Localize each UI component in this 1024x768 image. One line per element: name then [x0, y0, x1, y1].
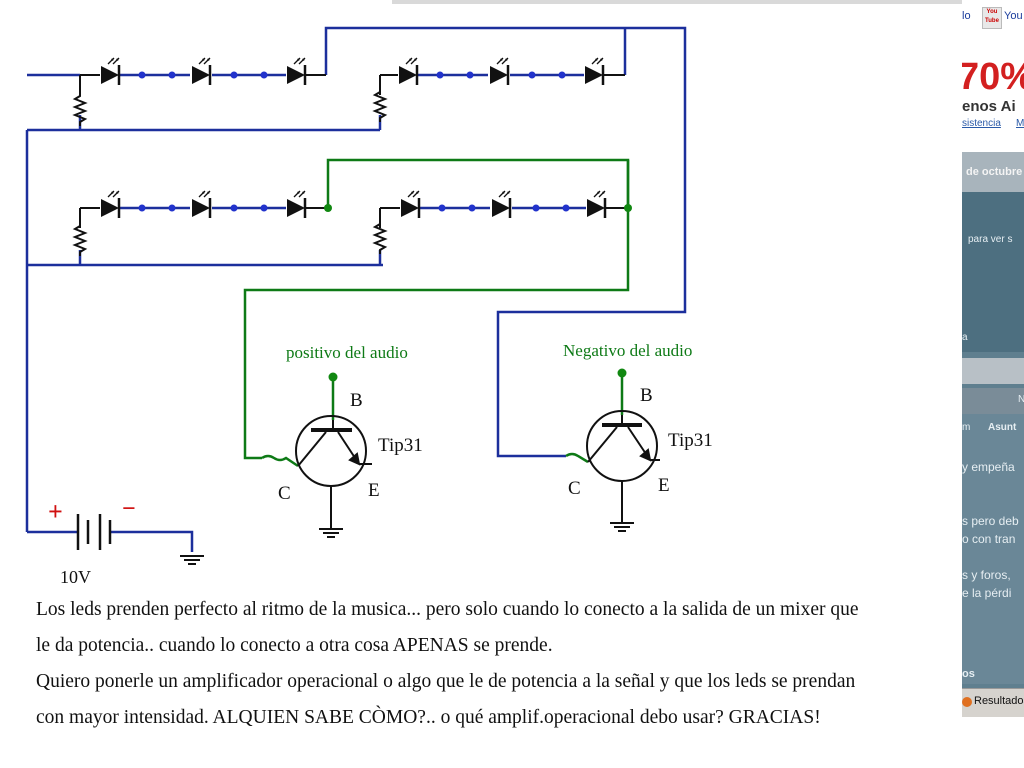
label-battery-plus: +	[48, 497, 63, 526]
bg-date-text: de octubre	[966, 166, 1023, 178]
browser-icon	[962, 697, 972, 707]
led-row2-6	[585, 189, 607, 220]
led-row1-1	[99, 56, 121, 87]
led-array	[99, 56, 607, 220]
resistor-4	[374, 219, 386, 255]
taskbar-label: Resultados	[974, 695, 1024, 707]
ad-percent: 70%	[962, 56, 1024, 98]
message-line-2: le da potencia.. cuando lo conecto a otr…	[36, 635, 553, 656]
ground-transistor-1	[318, 528, 344, 538]
message-line-3: Quiero ponerle un amplificador operacion…	[36, 671, 856, 692]
bg-band-text: N	[1018, 394, 1024, 405]
background-browser-window: lo You Tube You 70% enos Ai sistencia M …	[962, 0, 1024, 716]
ad-text: enos Ai	[962, 98, 1016, 115]
ad-link-1[interactable]: sistencia	[962, 118, 1001, 129]
label-t2-c: C	[568, 478, 581, 499]
ground-battery	[179, 555, 205, 565]
bg-body-4: s y foros,	[962, 568, 1011, 582]
taskbar-item[interactable]: Resultados	[962, 688, 1024, 717]
bg-col-m: m	[962, 422, 971, 433]
bg-advertisement[interactable]: 70% enos Ai sistencia M	[962, 34, 1024, 152]
label-t1-c: C	[278, 483, 291, 504]
green-wires	[243, 158, 630, 468]
youtube-icon[interactable]: You Tube	[982, 7, 1002, 29]
label-t2-b: B	[640, 385, 653, 406]
resistor-3	[74, 221, 86, 257]
bg-footer-text: os	[962, 668, 975, 680]
ad-link-2[interactable]: M	[1016, 118, 1024, 129]
led-row1-3	[285, 56, 307, 87]
label-negative-audio: Negativo del audio	[563, 341, 692, 360]
bg-link-partial[interactable]: lo	[962, 10, 971, 22]
label-t1-e: E	[368, 480, 380, 501]
component-leads	[79, 74, 628, 228]
message-line-1: Los leds prenden perfecto al ritmo de la…	[36, 599, 859, 620]
battery	[76, 514, 112, 550]
label-battery-minus: −	[122, 496, 136, 522]
label-battery-voltage: 10V	[60, 567, 91, 587]
led-row1-5	[488, 56, 510, 87]
bg-body-3: o con tran	[962, 532, 1016, 546]
bg-toolbar: lo You Tube You	[962, 0, 1024, 34]
bg-mid-text-1: para ver s	[968, 234, 1013, 245]
bg-forum-list: m Asunt y empeña s pero deb o con tran s…	[962, 414, 1024, 684]
bg-mid-text-2: a	[962, 332, 968, 343]
green-junction-dots	[324, 204, 632, 382]
resistor-2	[374, 87, 386, 123]
bg-body-5: e la pérdi	[962, 586, 1012, 600]
led-row1-4	[397, 56, 419, 87]
led-row1-6	[583, 56, 605, 87]
bg-col-asunto: Asunt	[988, 422, 1017, 433]
bg-body-2: s pero deb	[962, 514, 1019, 528]
bg-middle-panel: para ver s a	[962, 192, 1024, 352]
label-positive-audio: positivo del audio	[286, 343, 408, 362]
transistor-2	[586, 410, 660, 522]
bg-youtube-link[interactable]: You	[1004, 10, 1023, 22]
label-t1-model: Tip31	[378, 435, 423, 456]
led-row2-5	[490, 189, 512, 220]
bg-body-1: y empeña	[962, 460, 1015, 474]
led-row2-2	[190, 189, 212, 220]
ground-transistor-2	[609, 522, 635, 532]
led-row2-4	[399, 189, 421, 220]
bg-band-2: N	[962, 388, 1024, 414]
led-row1-2	[190, 56, 212, 87]
label-t1-b: B	[350, 390, 363, 411]
transistor-1	[295, 415, 372, 528]
message-line-4: con mayor intensidad. ALQUIEN SABE CÒMO?…	[36, 707, 821, 728]
junction-dots	[138, 71, 570, 212]
blue-wires	[25, 26, 687, 552]
bg-date-bar: de octubre	[962, 152, 1024, 192]
resistors	[74, 87, 386, 257]
label-t2-e: E	[658, 475, 670, 496]
resistor-1	[74, 91, 86, 127]
led-row2-3	[285, 189, 307, 220]
browser-top-strip	[392, 0, 962, 4]
led-row2-1	[99, 189, 121, 220]
label-t2-model: Tip31	[668, 430, 713, 451]
bg-band-1	[962, 358, 1024, 384]
